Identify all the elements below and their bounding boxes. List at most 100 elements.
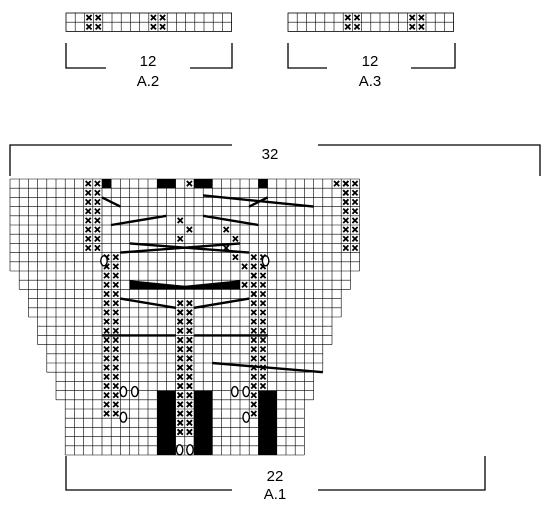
eyelet-oval-symbol [100, 255, 108, 267]
filled-square-symbol [203, 179, 213, 189]
cross-stitch-symbol [186, 410, 193, 417]
cross-stitch-symbol [351, 189, 359, 197]
cross-stitch-symbol [103, 309, 110, 316]
cross-stitch-symbol [103, 364, 110, 371]
cross-stitch-symbol [342, 217, 350, 224]
cross-stitch-symbol [176, 309, 184, 316]
cross-stitch-symbol [250, 263, 258, 270]
cross-stitch-symbol [176, 428, 184, 436]
cross-stitch-symbol [250, 391, 258, 399]
cross-stitch-symbol [176, 299, 184, 307]
eyelet-oval-symbol [175, 444, 184, 456]
cross-stitch-symbol [176, 373, 184, 381]
cross-stitch-symbol [112, 263, 120, 270]
chart-brackets [9, 43, 541, 491]
cross-stitch-symbol [103, 336, 110, 344]
filled-square-symbol [194, 179, 204, 189]
cross-stitch-symbol [176, 355, 184, 362]
cross-stitch-symbol [112, 373, 120, 381]
cross-stitch-symbol [159, 14, 166, 21]
cross-stitch-symbol [250, 309, 258, 316]
cross-stitch-symbol [176, 391, 184, 399]
slanted-line-symbol [111, 214, 167, 227]
a1-label: A.1 [264, 486, 287, 503]
cross-stitch-symbol [84, 198, 92, 206]
cross-stitch-symbol [94, 189, 101, 197]
cross-stitch-symbol [351, 226, 359, 233]
a1-stitch-count: 22 [267, 468, 284, 485]
a1-top-bracket [9, 144, 541, 176]
cross-stitch-symbol [94, 198, 101, 206]
filled-square-symbol [157, 179, 167, 189]
cross-stitch-symbol [342, 226, 350, 233]
cross-stitch-symbol [94, 235, 101, 243]
eyelet-oval-symbol [242, 385, 251, 398]
eyelet-oval-symbol [186, 444, 194, 456]
cross-stitch-symbol [259, 281, 267, 289]
cross-stitch-symbol [351, 207, 359, 215]
cross-stitch-symbol [250, 318, 258, 325]
chart-grids [9, 12, 455, 456]
cross-stitch-symbol [84, 180, 92, 187]
cross-stitch-symbol [186, 180, 193, 187]
cross-stitch-symbol [176, 327, 184, 335]
a2-bracket [65, 43, 233, 69]
cross-stitch-symbol [259, 272, 267, 279]
cross-stitch-symbol [232, 235, 239, 243]
cross-stitch-symbol [112, 355, 120, 362]
a2-stitch-count: 12 [140, 53, 157, 70]
cross-stitch-symbol [103, 327, 110, 335]
cross-stitch-symbol [250, 281, 258, 289]
a1-bottom-bracket [65, 456, 486, 491]
cross-stitch-symbol [103, 373, 110, 381]
cross-stitch-symbol [176, 401, 184, 408]
cross-stitch-symbol [250, 401, 258, 408]
cross-stitch-symbol [112, 327, 120, 335]
cross-stitch-symbol [418, 23, 425, 31]
cross-stitch-symbol [353, 23, 361, 31]
cross-stitch-symbol [112, 290, 120, 298]
cross-stitch-symbol [176, 336, 184, 344]
filled-square-symbol [166, 179, 176, 189]
cross-stitch-symbol [250, 299, 258, 307]
cross-stitch-symbol [186, 428, 193, 436]
cross-stitch-symbol [250, 272, 258, 279]
grid-lines [66, 13, 232, 32]
filled-square-symbol [258, 179, 268, 189]
cross-stitch-symbol [408, 23, 416, 31]
cross-stitch-symbol [342, 207, 350, 215]
cross-stitch-symbol [418, 14, 425, 21]
eyelet-oval-symbol [242, 411, 251, 423]
cross-stitch-symbol [84, 189, 92, 197]
cross-stitch-symbol [250, 345, 258, 353]
cross-stitch-symbol [351, 180, 359, 187]
slanted-line-symbol [193, 297, 250, 309]
cross-stitch-symbol [342, 189, 350, 197]
cross-stitch-symbol [186, 355, 193, 362]
filled-square-symbol [102, 179, 112, 189]
cross-stitch-symbol [85, 14, 93, 21]
cross-stitch-symbol [186, 373, 193, 381]
cross-stitch-symbol [94, 23, 102, 31]
cross-stitch-symbol [351, 198, 359, 206]
cross-stitch-symbol [351, 235, 359, 243]
cross-stitch-symbol [408, 14, 416, 21]
cross-stitch-symbol [85, 23, 93, 31]
cross-stitch-symbol [112, 281, 120, 289]
cross-stitch-symbol [342, 235, 350, 243]
cross-stitch-symbol [186, 336, 193, 344]
cross-stitch-symbol [241, 281, 248, 289]
slanted-line-symbol [203, 194, 314, 208]
cross-stitch-symbol [176, 410, 184, 417]
slanted-line-symbol [129, 242, 250, 254]
cross-stitch-symbol [259, 373, 267, 381]
chart-symbols [84, 14, 425, 456]
a1-width-count: 32 [262, 146, 279, 163]
cross-stitch-symbol [222, 226, 230, 233]
a3-label: A.3 [359, 73, 382, 90]
cross-stitch-symbol [259, 355, 267, 362]
a1-grid-lines [9, 178, 360, 456]
cross-stitch-symbol [250, 373, 258, 381]
slanted-line-symbol [203, 214, 259, 227]
